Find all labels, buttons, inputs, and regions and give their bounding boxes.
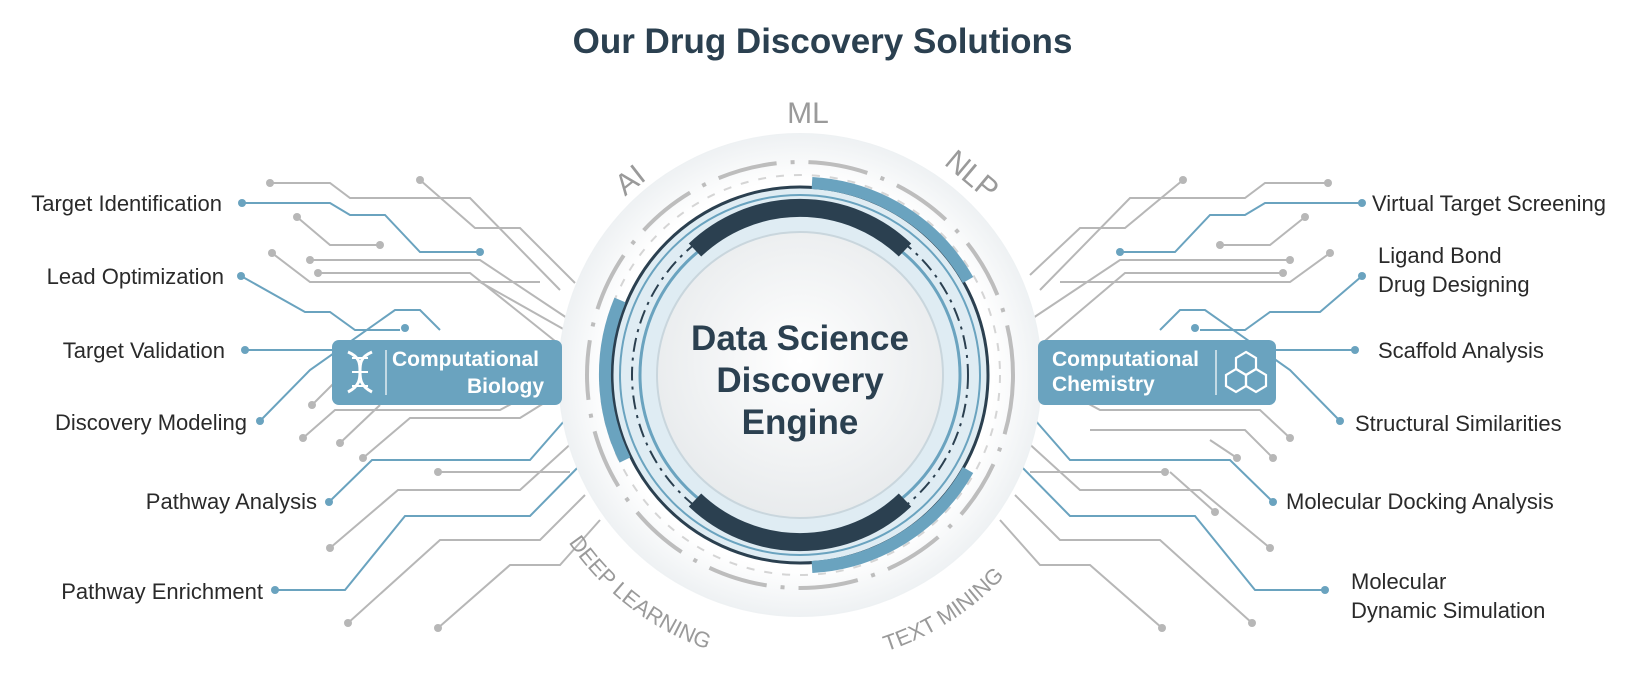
left-item-pathway-enrichment: Pathway Enrichment xyxy=(61,579,263,604)
left-item-lead-optimization: Lead Optimization xyxy=(47,264,224,289)
computational-chemistry-box: Computational Chemistry xyxy=(1038,340,1276,405)
right-box-line-2: Chemistry xyxy=(1052,373,1155,396)
right-item-drug-designing: Drug Designing xyxy=(1378,272,1530,297)
right-item-dynamic-simulation: Dynamic Simulation xyxy=(1351,598,1545,623)
left-box-line-1: Computational xyxy=(392,348,539,371)
right-item-structural-similarities: Structural Similarities xyxy=(1355,411,1562,436)
right-item-molecular-docking-analysis: Molecular Docking Analysis xyxy=(1286,489,1554,514)
dna-icon xyxy=(347,350,373,394)
right-item-ligand-bond: Ligand Bond xyxy=(1378,243,1502,268)
computational-biology-box: Computational Biology xyxy=(332,340,562,405)
left-item-discovery-modeling: Discovery Modeling xyxy=(55,410,247,435)
right-item-virtual-target-screening: Virtual Target Screening xyxy=(1372,191,1606,216)
right-item-molecular: Molecular xyxy=(1351,569,1446,594)
core-line-3: Engine xyxy=(742,403,859,442)
central-engine: Data Science Discovery Engine xyxy=(558,133,1042,617)
right-item-scaffold-analysis: Scaffold Analysis xyxy=(1378,338,1544,363)
left-box-line-2: Biology xyxy=(467,375,544,398)
right-circuit-traces xyxy=(999,176,1366,632)
left-item-target-validation: Target Validation xyxy=(63,338,225,363)
hexagon-molecule-icon xyxy=(1224,350,1268,394)
left-item-pathway-analysis: Pathway Analysis xyxy=(146,489,317,514)
tech-ml: ML xyxy=(787,97,829,130)
right-box-line-1: Computational xyxy=(1052,348,1199,371)
left-item-target-identification: Target Identification xyxy=(31,191,222,216)
core-line-1: Data Science xyxy=(691,319,909,358)
page-title: Our Drug Discovery Solutions xyxy=(572,22,1073,61)
core-line-2: Discovery xyxy=(716,361,884,400)
